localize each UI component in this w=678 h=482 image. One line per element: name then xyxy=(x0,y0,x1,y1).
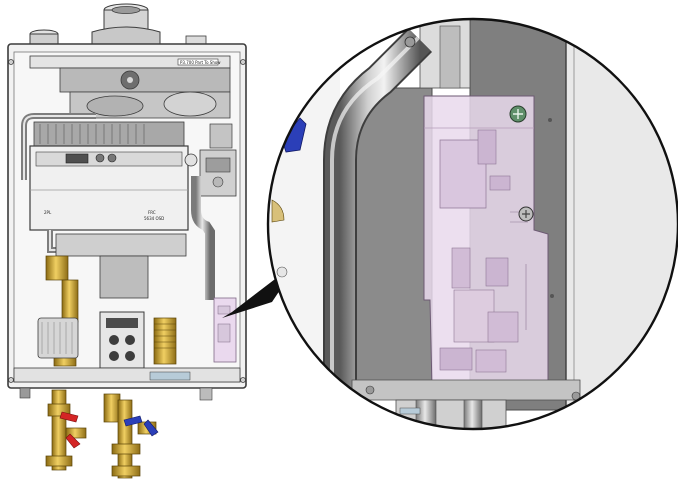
pump-motor xyxy=(37,317,79,359)
water-heater-unit: P3.700 Part To Show xyxy=(7,3,247,479)
housing-screws xyxy=(8,59,246,383)
detail-magnifier xyxy=(266,17,678,431)
heat-exchanger: 2PL FRC 5634 OSD xyxy=(29,121,189,231)
cold-water-valve xyxy=(45,389,87,471)
intake-collar xyxy=(29,29,59,45)
bottom-panel xyxy=(13,367,241,383)
hot-water-valve xyxy=(103,393,159,479)
pcb-enclosure-detail xyxy=(423,95,549,389)
blue-component xyxy=(281,117,307,153)
lower-piping xyxy=(16,230,188,372)
connector-box xyxy=(99,311,145,369)
exchanger-label-left: 2PL xyxy=(44,210,52,215)
magnifier-ring xyxy=(266,17,678,431)
panel-tag-label: P3.700 Part To Show xyxy=(180,60,221,65)
gas-pipe xyxy=(191,176,215,300)
mounting-screw-top xyxy=(509,105,527,123)
exhaust-collar xyxy=(91,3,161,45)
pcb-enclosure-small xyxy=(213,297,237,363)
gas-valve xyxy=(184,123,237,197)
mounting-screw-middle xyxy=(518,206,534,222)
exchanger-label-right-bottom: 5634 OSD xyxy=(144,216,164,221)
exchanger-label-right-top: FRC xyxy=(148,210,156,215)
blower-assembly xyxy=(59,67,231,119)
external-connections xyxy=(19,387,213,479)
top-panel: P3.700 Part To Show xyxy=(29,55,231,69)
back-panel-left xyxy=(351,87,433,389)
